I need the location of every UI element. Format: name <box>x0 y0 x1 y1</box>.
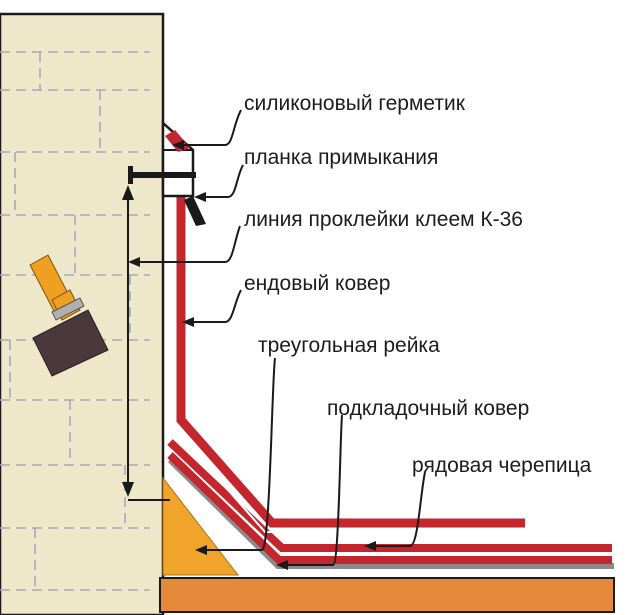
nail <box>128 166 196 184</box>
leader-valley-carpet <box>188 289 242 323</box>
label-triangular-batten: треугольная рейка <box>258 334 440 357</box>
paint-brush-icon <box>29 254 109 377</box>
ordinary-shingles-layer <box>167 439 612 552</box>
leader-underlay <box>282 414 343 566</box>
leader-sealant <box>178 109 242 146</box>
valley-carpet <box>176 148 525 528</box>
leader-flashing <box>205 164 244 198</box>
leader-shingles <box>370 471 426 547</box>
lower-valley-layer <box>167 452 612 564</box>
leader-arrowheads <box>128 140 376 570</box>
wall <box>0 12 165 615</box>
valley-carpet-inner <box>170 150 525 533</box>
leader-triangular-batten <box>202 357 276 551</box>
label-underlay-carpet: подкладочный ковер <box>327 397 529 420</box>
label-glue-line: линия проклейки клеем К-36 <box>244 208 523 231</box>
label-valley-carpet: ендовый ковер <box>244 272 390 295</box>
label-sealant: силиконовый герметик <box>244 92 466 115</box>
leader-glue-line <box>135 225 241 263</box>
dimension-arrow <box>122 185 170 501</box>
underlay-carpet <box>167 457 614 569</box>
label-ordinary-shingles: рядовая черепица <box>412 454 592 477</box>
roof-deck <box>159 577 615 613</box>
leader-lines <box>135 109 426 566</box>
label-flashing: планка примыкания <box>244 146 438 169</box>
